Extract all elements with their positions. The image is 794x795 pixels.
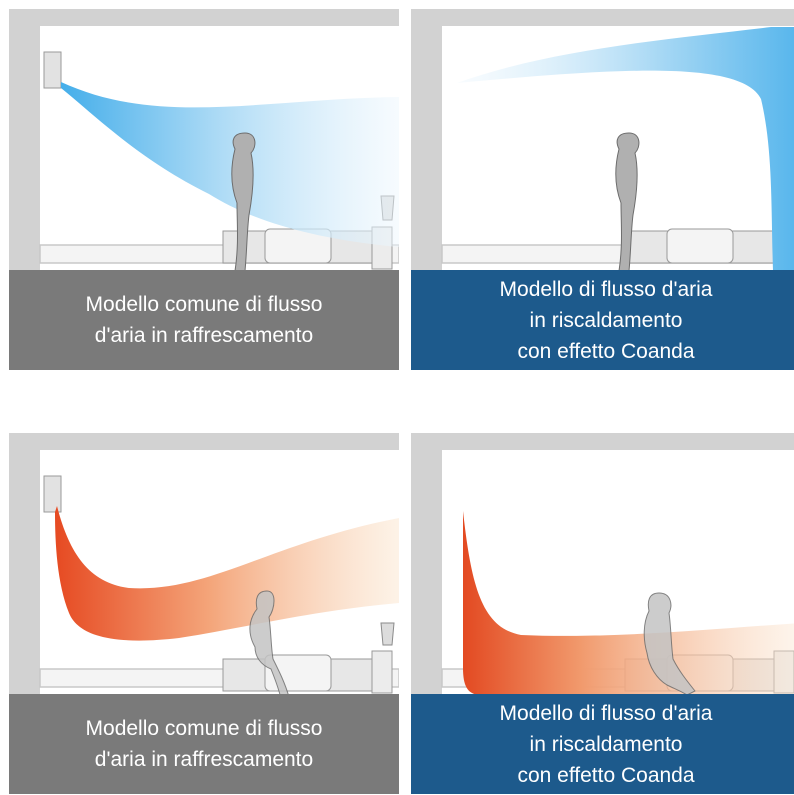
panel-caption: Modello di flusso d'aria in riscaldament… — [411, 270, 794, 370]
panel-caption: Modello comune di flusso d'aria in raffr… — [9, 270, 399, 370]
airflow-icon — [457, 27, 794, 271]
panel-heating-coanda-top: Modello di flusso d'aria in riscaldament… — [411, 9, 794, 370]
panel-heating-standard: Modello comune di flusso d'aria in raffr… — [9, 433, 399, 794]
lamp-icon — [380, 622, 395, 646]
nightstand-icon — [371, 650, 393, 694]
ac-unit-icon — [43, 475, 62, 513]
panel-cooling-standard: Modello comune di flusso d'aria in raffr… — [9, 9, 399, 370]
panel-heating-coanda-bottom: Modello di flusso d'aria in riscaldament… — [411, 433, 794, 794]
airflow-icon — [463, 511, 794, 695]
airflow-icon — [61, 82, 399, 247]
person-icon — [249, 590, 290, 700]
panel-caption: Modello comune di flusso d'aria in raffr… — [9, 694, 399, 794]
ac-unit-icon — [43, 51, 62, 89]
person-icon — [643, 592, 696, 696]
airflow-icon — [55, 506, 399, 641]
panel-caption: Modello di flusso d'aria in riscaldament… — [411, 694, 794, 794]
